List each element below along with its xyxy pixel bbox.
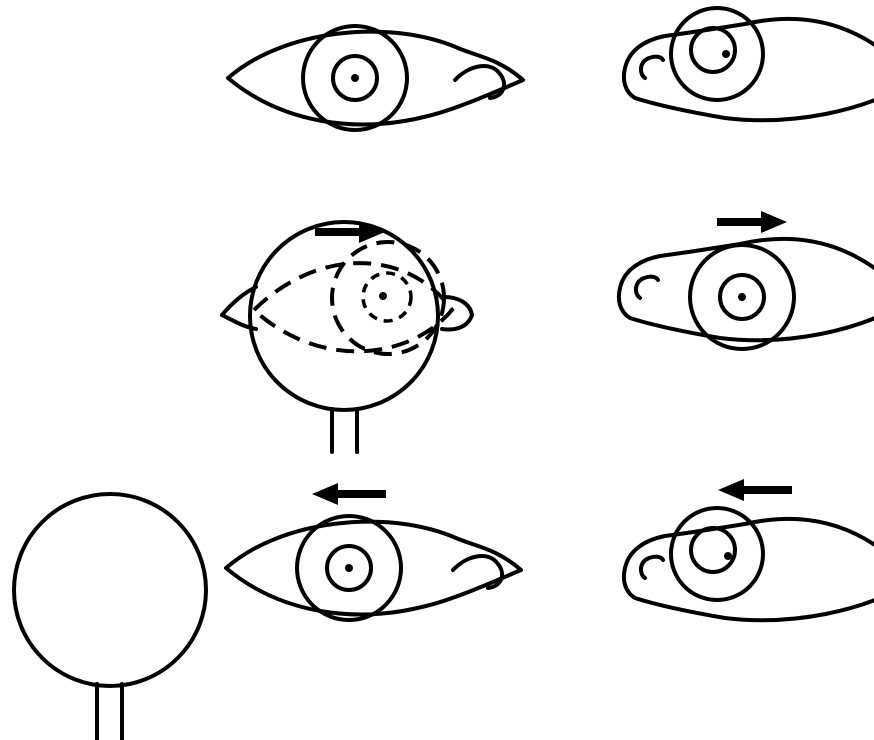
right-arrow-icon (717, 211, 787, 233)
occluder-icon (250, 222, 438, 452)
eye-icon (619, 239, 874, 349)
eye-icon (226, 516, 521, 620)
occluder-icon (14, 494, 206, 740)
eye-icon (624, 8, 874, 120)
left-arrow-icon (312, 483, 386, 505)
eye-icon (228, 26, 523, 130)
hidden-eye-outline (254, 242, 452, 354)
eye-icon (624, 508, 874, 620)
left-arrow-icon (718, 479, 792, 501)
occluder-eye-group (222, 221, 472, 452)
